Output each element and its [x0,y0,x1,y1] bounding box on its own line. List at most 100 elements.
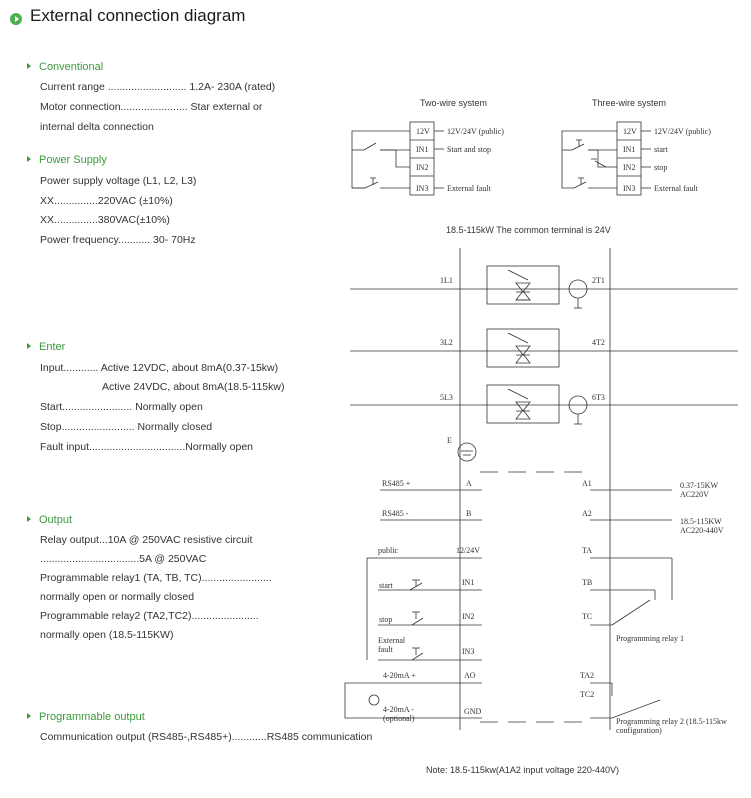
terminal-label: IN2 [623,163,635,172]
spec-line: internal delta connection [40,121,154,133]
control-label: 4-20mA + [383,671,416,680]
relay1-label: Programming relay 1 [616,634,684,643]
control-terminal: GND [464,707,482,716]
section-title: Conventional [39,61,104,73]
terminal-desc: 12V/24V (public) [654,127,711,136]
supply-label: AC220V [680,490,709,499]
power-output-label: 4T2 [592,338,605,347]
spec-line: Motor connection....................... … [40,101,263,113]
power-input-label: 5L3 [440,393,453,402]
terminal-label: IN2 [416,163,428,172]
control-label: (optional) [383,714,415,723]
section-title: Output [39,514,73,526]
control-label: 4-20mA - [383,705,414,714]
terminal-label: IN1 [623,145,635,154]
spec-line: Input............ Active 12VDC, about 8m… [40,362,279,374]
spec-line: Power supply voltage (L1, L2, L3) [40,175,197,187]
spec-line: XX...............380VAC(±10%) [40,214,170,226]
section-conventional-heading: Conventional [27,61,103,73]
arrow-icon [27,713,31,719]
power-lines [350,288,738,406]
control-label: RS485 + [382,479,411,488]
common-terminal-note: 18.5-115kW The common terminal is 24V [446,225,611,235]
supply-label: 0.37-15KW [680,481,718,490]
bottom-note: Note: 18.5-115kw(A1A2 input voltage 220-… [426,765,619,775]
spec-line: Active 24VDC, about 8mA(18.5-115kw) [102,381,285,393]
section-title: Power Supply [39,154,107,166]
arrow-icon [27,516,31,522]
terminal-desc: stop [654,163,667,172]
section-title: Programmable output [39,711,145,723]
spec-line: Current range ..........................… [40,81,276,93]
control-terminal: A1 [582,479,592,488]
terminal-desc: 12V/24V (public) [447,127,504,136]
section-power-supply-heading: Power Supply [27,154,107,166]
control-label: External [378,636,406,645]
power-input-label: 3L2 [440,338,453,347]
terminal-label: IN1 [416,145,428,154]
section-enter-heading: Enter [27,341,65,353]
spec-line: Programmable relay1 (TA, TB, TC)........… [40,572,272,584]
spec-line: Programmable relay2 (TA2,TC2)...........… [40,610,259,622]
control-label: start [379,581,394,590]
thyristor-module-1 [486,265,560,305]
control-label: fault [378,645,393,654]
control-label: RS485 - [382,509,409,518]
three-wire-title: Three-wire system [592,98,666,108]
page-title: External connection diagram [30,6,246,25]
control-terminal: A [466,479,472,488]
section-programmable-output-heading: Programmable output [27,711,145,723]
power-output-label: 6T3 [592,393,605,402]
spec-line: Communication output (RS485-,RS485+)....… [40,731,373,743]
arrow-icon [27,63,31,69]
control-terminal: AO [464,671,476,680]
control-terminal: TA2 [580,671,594,680]
title-bullet-icon [10,13,22,25]
power-input-label: 1L1 [440,276,453,285]
terminal-label: 12V [416,127,430,136]
thyristor-module-2 [486,328,560,368]
spec-line: Fault input.............................… [40,441,253,453]
three-wire-diagram [561,121,651,196]
spec-line: Start........................ Normally o… [40,401,203,413]
supply-label: 18.5-115KW [680,517,722,526]
control-terminal: B [466,509,471,518]
arrow-icon [27,343,31,349]
control-terminal: TC [582,612,592,621]
control-terminal: TB [582,578,592,587]
control-terminal: TA [582,546,592,555]
spec-line: normally open or normally closed [40,591,195,603]
terminal-desc: Start and stop [447,145,491,154]
spec-line: normally open (18.5-115KW) [40,629,174,641]
ground-label: E [447,436,452,445]
section-title: Enter [39,341,66,353]
spec-line: Stop......................... Normally c… [40,421,213,433]
control-terminal: IN1 [462,578,474,587]
thyristor-module-3 [486,384,560,424]
relay2-label: configuration) [616,726,662,735]
spec-line: Relay output...10A @ 250VAC resistive ci… [40,534,253,546]
two-wire-title: Two-wire system [420,98,487,108]
ground-icon [457,442,477,462]
control-terminal: A2 [582,509,592,518]
power-output-label: 2T1 [592,276,605,285]
terminal-desc: External fault [447,184,492,193]
spec-line: ..................................5A @ 2… [40,553,207,565]
arrow-icon [27,156,31,162]
section-output-heading: Output [27,514,72,526]
control-terminal: 12/24V [456,546,480,555]
terminal-desc: External fault [654,184,699,193]
supply-label: AC220-440V [680,526,724,535]
relay2-label: Programming relay 2 (18.5-115kw [616,717,727,726]
control-label: stop [379,615,392,624]
spec-line: XX...............220VAC (±10%) [40,195,173,207]
two-wire-diagram [351,121,444,196]
control-terminal: TC2 [580,690,594,699]
terminal-desc: start [654,145,669,154]
control-terminal: IN2 [462,612,474,621]
spec-line: Power frequency........... 30- 70Hz [40,234,196,246]
control-label: public [378,546,398,555]
terminal-label: IN3 [623,184,635,193]
terminal-label: IN3 [416,184,428,193]
